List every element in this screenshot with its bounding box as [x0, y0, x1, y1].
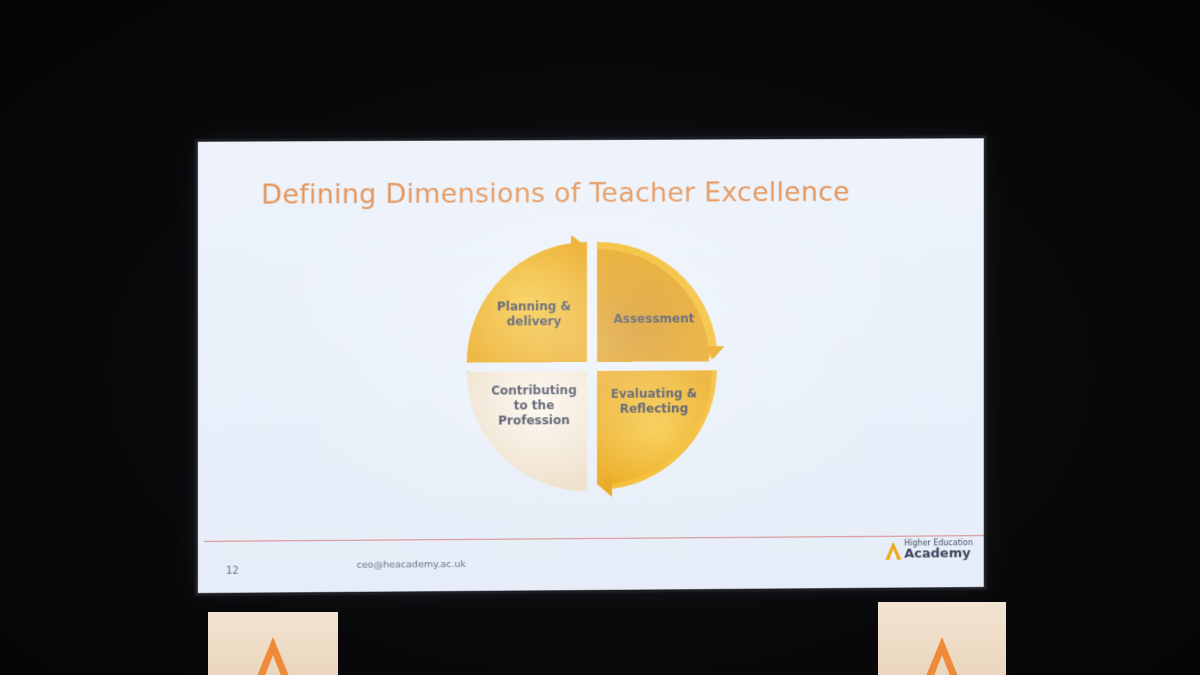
contact-email: ceo@heacademy.ac.uk — [356, 558, 467, 571]
label-assessment: Assessment — [613, 311, 695, 326]
slide-number: 12 — [226, 565, 239, 577]
academy-logo-icon — [257, 637, 289, 675]
label-evaluating: Evaluating & Reflecting — [610, 386, 698, 416]
projection-screen: Defining Dimensions of Teacher Excellenc… — [197, 138, 984, 594]
brand-logo: Higher Education Academy — [884, 536, 973, 563]
label-contributing: Contributing to the Profession — [491, 383, 577, 428]
cycle-diagram-graphic — [466, 235, 726, 497]
quadrant-contributing — [466, 371, 587, 492]
academy-logo-icon — [926, 637, 958, 675]
label-planning: Planning & delivery — [496, 299, 571, 329]
footer-divider — [203, 535, 984, 542]
banner-stand-left — [208, 612, 338, 675]
brand-line-2: Academy — [904, 546, 971, 562]
slide-title: Defining Dimensions of Teacher Excellenc… — [261, 176, 850, 211]
cycle-diagram: Planning & delivery Assessment Evaluatin… — [454, 234, 734, 506]
banner-stand-right — [878, 602, 1006, 675]
academy-logo-icon — [885, 541, 902, 560]
